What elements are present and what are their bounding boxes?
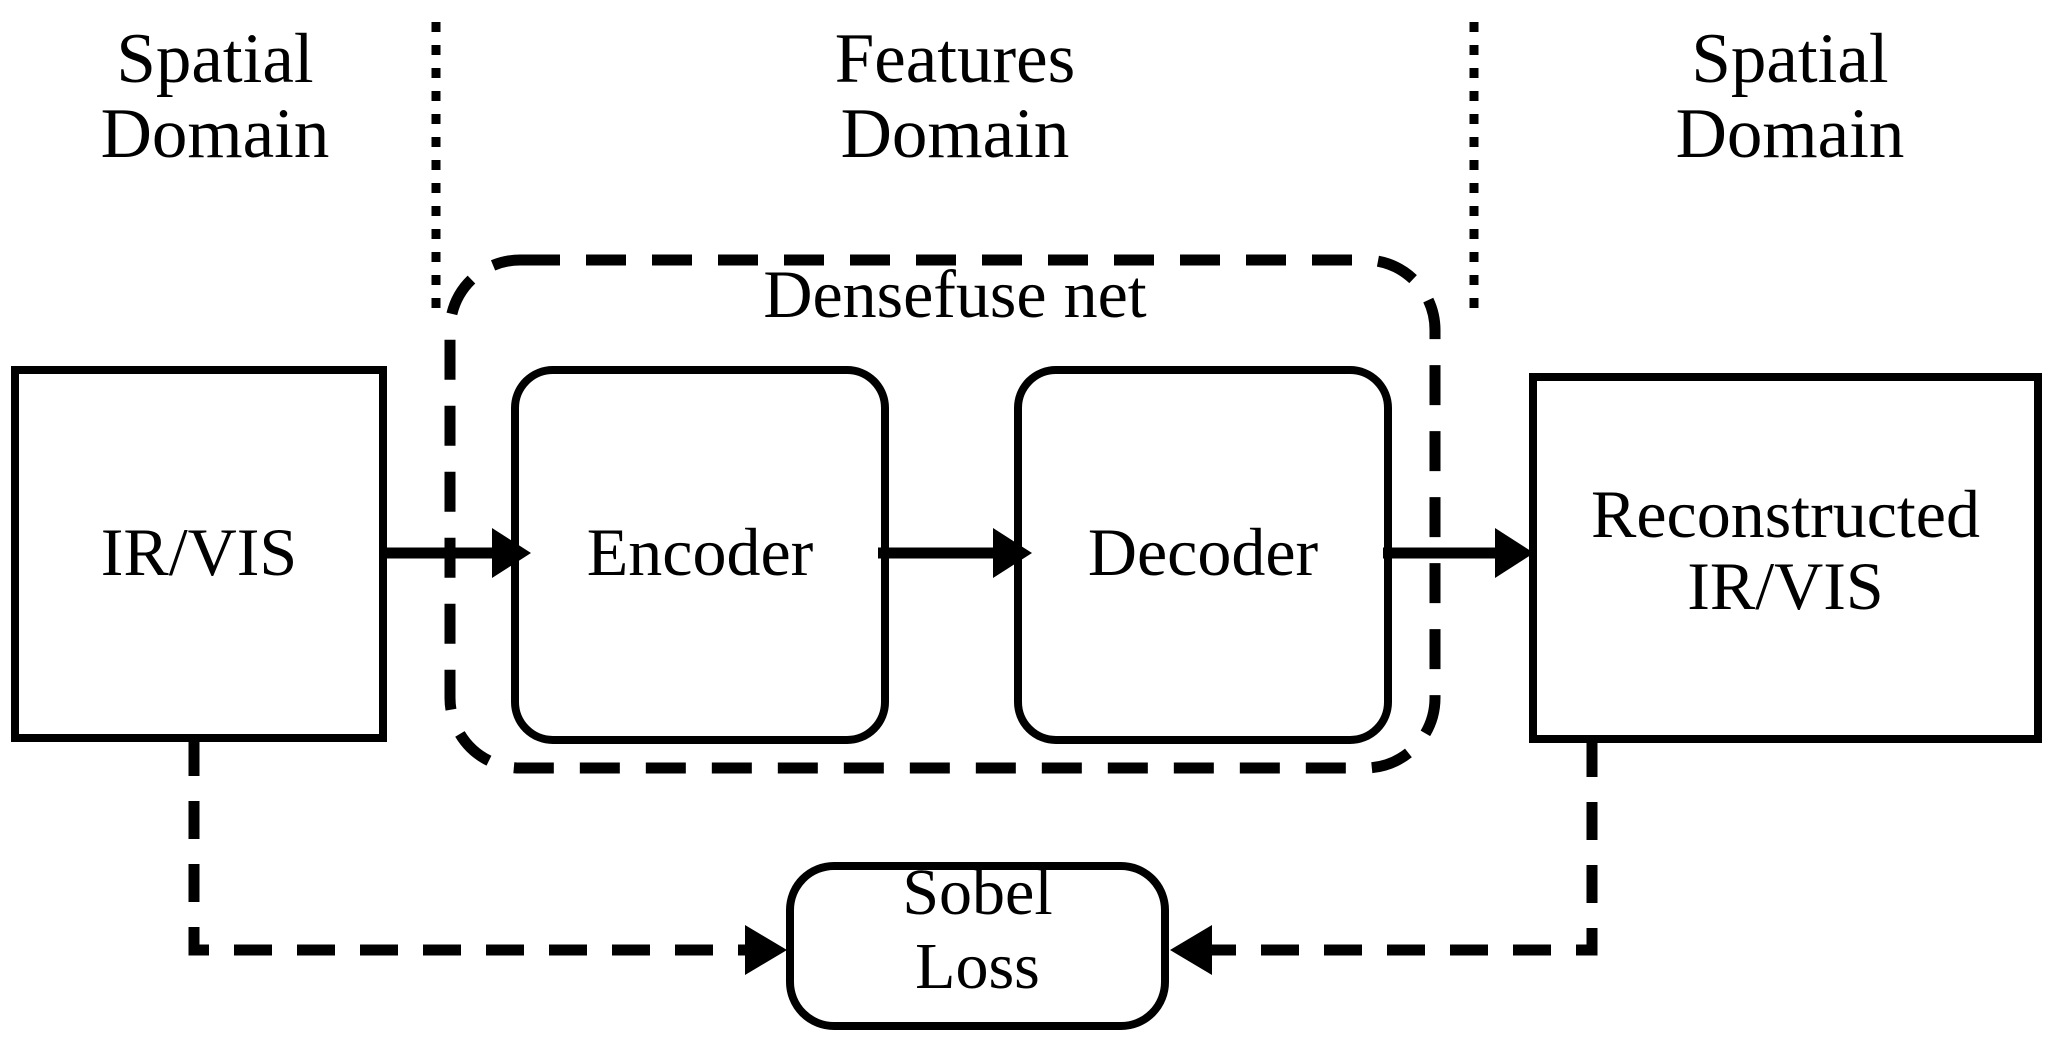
arrow-ir-vis-to-encoder	[383, 528, 531, 578]
arrow-reconstructed-to-sobel-loss	[1170, 739, 1598, 975]
sobel-loss-label: Sobel Loss	[902, 856, 1053, 1003]
ir-vis-box[interactable]	[11, 366, 387, 742]
densefuse-group-label: Densefuse net	[763, 256, 1147, 332]
decoder-label: Decoder	[1087, 514, 1319, 590]
encoder-label: Encoder	[586, 514, 814, 590]
ir-vis-label: IR/VIS	[100, 514, 298, 590]
sobel-loss-box[interactable]	[786, 862, 1169, 1030]
arrow-encoder-to-decoder	[878, 528, 1032, 578]
domain-label-spatial-right: Spatial Domain	[1675, 20, 1905, 174]
reconstructed-box[interactable]	[1529, 373, 2042, 743]
arrow-decoder-to-reconstructed	[1383, 528, 1534, 578]
domain-label-spatial-left: Spatial Domain	[100, 20, 330, 174]
arrow-ir-vis-to-sobel-loss	[188, 738, 787, 975]
densefuse-group-rect	[444, 254, 1441, 774]
domain-label-features: Features Domain	[834, 20, 1076, 174]
reconstructed-label: Reconstructed IR/VIS	[1591, 476, 1980, 625]
